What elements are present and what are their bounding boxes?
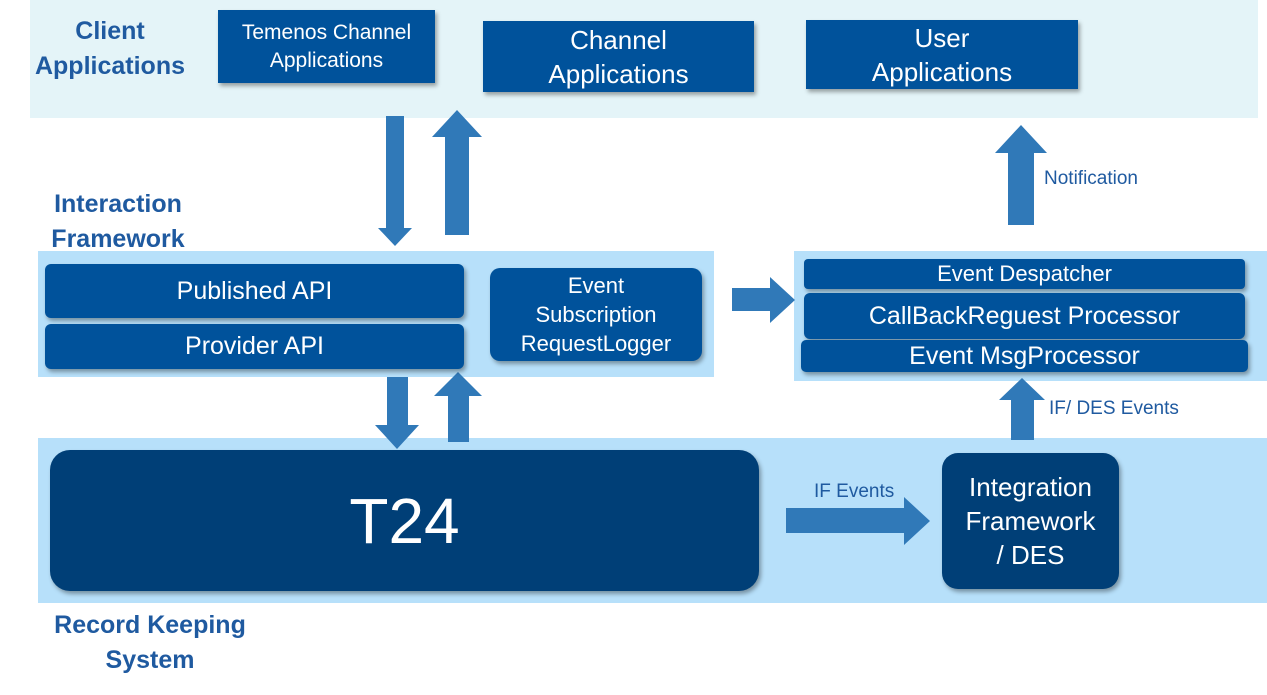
provider-api-box: Provider API [45, 324, 464, 369]
if-des-events-label: IF/ DES Events [1049, 398, 1179, 419]
integration-framework-des-box: Integration Framework / DES [942, 453, 1119, 589]
arrow-down-interaction-to-t24 [375, 377, 419, 449]
event-subscription-requestlogger-box: Event Subscription RequestLogger [490, 268, 702, 361]
arrow-right-interaction-to-events [732, 277, 795, 323]
client-applications-title: Client Applications [34, 17, 185, 80]
t24-box: T24 [50, 450, 759, 591]
arrow-up-t24-to-interaction [434, 372, 482, 442]
record-keeping-title: Record Keeping System [54, 611, 246, 674]
user-applications-box: User Applications [806, 20, 1078, 89]
event-msgprocessor-box: Event MsgProcessor [801, 340, 1248, 372]
if-events-label: IF Events [814, 481, 895, 502]
arrow-up-if-des-events [999, 378, 1045, 440]
arrow-down-client-to-interaction [378, 116, 412, 246]
arrow-up-notification [995, 125, 1047, 225]
event-despatcher-box: Event Despatcher [804, 259, 1245, 289]
arrow-right-if-events [786, 497, 930, 545]
channel-applications-box: Channel Applications [483, 21, 754, 92]
published-api-box: Published API [45, 264, 464, 318]
arrow-up-interaction-to-client [432, 110, 482, 235]
callback-request-processor-box: CallBackReguest Processor [804, 293, 1245, 339]
interaction-framework-title: Interaction Framework [51, 190, 185, 253]
temenos-channel-applications-box: Temenos Channel Applications [218, 10, 435, 83]
notification-label: Notification [1044, 168, 1138, 189]
